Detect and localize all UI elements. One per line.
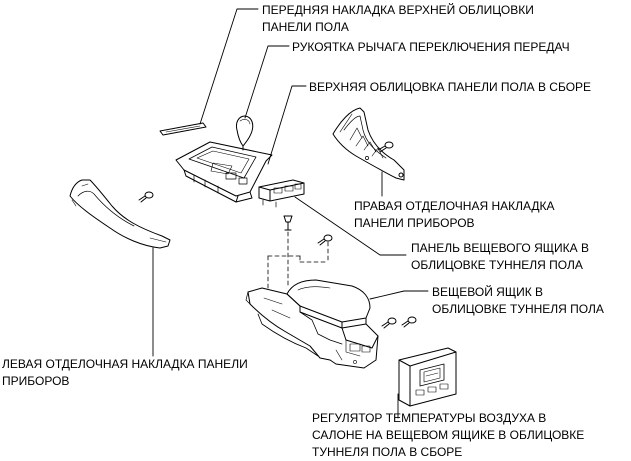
label-temp-regulator: РЕГУЛЯТОР ТЕМПЕРАТУРЫ ВОЗДУХА В САЛОНЕ Н…	[312, 410, 584, 461]
label-left-panel-line-2: ПРИБОРОВ	[2, 374, 70, 388]
leader-upper-console	[267, 85, 307, 165]
console-box-part	[245, 279, 379, 369]
label-right-panel: ПРАВАЯ ОТДЕЛОЧНАЯ НАКЛАДКА ПАНЕЛИ ПРИБОР…	[354, 198, 555, 232]
temp-regulator-part	[398, 347, 457, 407]
clip-fastener	[283, 215, 293, 231]
leader-console-box	[369, 290, 429, 300]
label-shift-knob-line-1: РУКОЯТКА РЫЧАГА ПЕРЕКЛЮЧЕНИЯ ПЕРЕДАЧ	[292, 40, 570, 54]
label-upper-console-line-1: ВЕРХНЯЯ ОБЛИЦОВКА ПАНЕЛИ ПОЛА В СБОРЕ	[309, 80, 592, 94]
upper-console-part	[175, 141, 273, 203]
label-console-box: ВЕЩЕВОЙ ЯЩИК В ОБЛИЦОВКЕ ТУННЕЛЯ ПОЛА	[432, 284, 604, 318]
label-left-panel-line-1: ЛЕВАЯ ОТДЕЛОЧНАЯ НАКЛАДКА ПАНЕЛИ	[2, 357, 248, 371]
screw-console-top	[317, 234, 333, 246]
label-left-panel: ЛЕВАЯ ОТДЕЛОЧНАЯ НАКЛАДКА ПАНЕЛИ ПРИБОРО…	[2, 356, 248, 390]
shift-knob-part	[236, 115, 254, 151]
label-box-panel-line-2: ОБЛИЦОВКЕ ТУННЕЛЯ ПОЛА	[411, 258, 583, 272]
front-trim-part	[159, 122, 207, 136]
label-box-panel: ПАНЕЛЬ ВЕЩЕВОГО ЯЩИКА В ОБЛИЦОВКЕ ТУННЕЛ…	[411, 240, 589, 274]
leader-front-trim	[199, 8, 259, 125]
label-shift-knob: РУКОЯТКА РЫЧАГА ПЕРЕКЛЮЧЕНИЯ ПЕРЕДАЧ	[292, 39, 570, 56]
screw-left-panel	[138, 191, 154, 203]
label-console-box-line-1: ВЕЩЕВОЙ ЯЩИК В	[432, 285, 544, 299]
screw-console-rear-1	[381, 317, 397, 329]
leader-shift-knob	[244, 45, 290, 119]
right-panel-part	[332, 107, 405, 181]
screw-console-rear-2	[401, 316, 417, 328]
label-upper-console: ВЕРХНЯЯ ОБЛИЦОВКА ПАНЕЛИ ПОЛА В СБОРЕ	[309, 79, 591, 96]
screw-right-panel	[377, 141, 394, 153]
label-front-trim-line-1: ПЕРЕДНЯЯ НАКЛАДКА ВЕРХНЕЙ ОБЛИЦОВКИ	[262, 3, 534, 17]
label-front-trim: ПЕРЕДНЯЯ НАКЛАДКА ВЕРХНЕЙ ОБЛИЦОВКИ ПАНЕ…	[262, 2, 534, 36]
label-box-panel-line-1: ПАНЕЛЬ ВЕЩЕВОГО ЯЩИКА В	[411, 241, 589, 255]
label-right-panel-line-2: ПАНЕЛИ ПРИБОРОВ	[354, 216, 475, 230]
label-temp-regulator-line-1: РЕГУЛЯТОР ТЕМПЕРАТУРЫ ВОЗДУХА В	[312, 411, 547, 425]
leader-lines	[152, 8, 429, 419]
label-console-box-line-2: ОБЛИЦОВКЕ ТУННЕЛЯ ПОЛА	[432, 302, 604, 316]
box-panel-part	[258, 179, 305, 208]
label-temp-regulator-line-3: ТУННЕЛЯ ПОЛА В СБОРЕ	[312, 445, 463, 459]
assembly-guide-lines	[267, 231, 329, 291]
left-panel-part	[69, 179, 171, 249]
leader-box-panel	[294, 196, 407, 256]
label-temp-regulator-line-2: САЛОНЕ НА ВЕЩЕВОМ ЯЩИКЕ В ОБЛИЦОВКЕ	[312, 428, 585, 442]
label-right-panel-line-1: ПРАВАЯ ОТДЕЛОЧНАЯ НАКЛАДКА	[354, 199, 555, 213]
label-front-trim-line-2: ПАНЕЛИ ПОЛА	[262, 20, 349, 34]
